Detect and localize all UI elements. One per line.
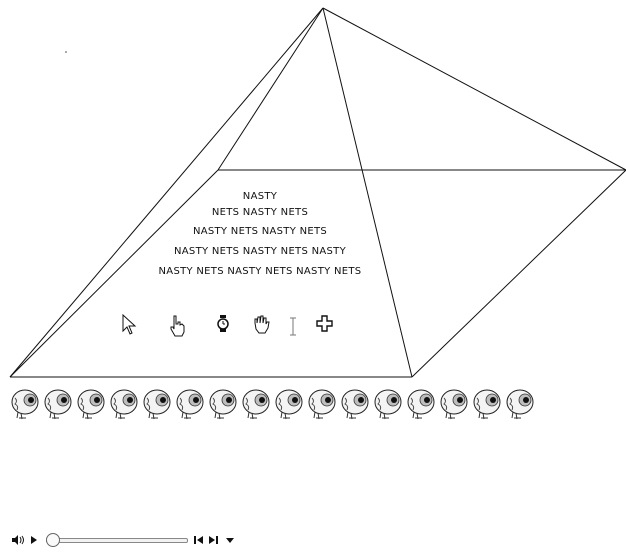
play-button[interactable] xyxy=(26,533,42,547)
eyeball-icon xyxy=(241,388,274,424)
pointer-hand-cursor-icon xyxy=(168,314,188,338)
media-controller xyxy=(10,533,238,547)
eyeball-icon xyxy=(274,388,307,424)
eyeball-icon xyxy=(472,388,505,424)
eyeball-icon xyxy=(340,388,373,424)
pyramid-text-line-4: NASTY NETS NASTY NETS NASTY xyxy=(110,246,410,257)
pyramid-text-line-5: NASTY NETS NASTY NETS NASTY NETS xyxy=(110,266,410,277)
eyeball-icon xyxy=(307,388,340,424)
step-forward-icon xyxy=(208,535,220,545)
step-back-icon xyxy=(192,535,204,545)
grab-hand-cursor-icon xyxy=(251,314,273,336)
arrow-cursor-icon xyxy=(122,314,138,336)
eyeball-icon xyxy=(208,388,241,424)
dropdown-menu-icon xyxy=(225,535,235,545)
step-back-button[interactable] xyxy=(190,533,206,547)
eyeball-icon xyxy=(406,388,439,424)
eyeball-icon xyxy=(373,388,406,424)
eyeball-icon xyxy=(505,388,538,424)
eyeball-icon xyxy=(439,388,472,424)
slider-track xyxy=(46,538,188,543)
pyramid-text-line-1: NASTY xyxy=(110,191,410,202)
step-forward-button[interactable] xyxy=(206,533,222,547)
position-slider[interactable] xyxy=(46,533,186,547)
pyramid-edge-back-left xyxy=(218,8,323,170)
eyeball-row xyxy=(10,388,538,424)
eyeball-icon xyxy=(175,388,208,424)
watch-cursor-icon xyxy=(216,314,230,334)
pyramid-edge-right xyxy=(323,8,626,170)
play-icon xyxy=(30,535,38,545)
eyeball-icon xyxy=(76,388,109,424)
pyramid-base-right xyxy=(412,170,626,377)
cursor-icon-row xyxy=(118,314,348,344)
volume-button[interactable] xyxy=(10,533,26,547)
speaker-volume-icon xyxy=(11,535,25,545)
menu-button[interactable] xyxy=(222,533,238,547)
eyeball-icon xyxy=(43,388,76,424)
slider-thumb[interactable] xyxy=(46,533,60,547)
crosshair-plus-cursor-icon xyxy=(316,314,334,334)
text-beam-cursor-icon xyxy=(288,314,298,338)
stray-dot xyxy=(65,51,67,53)
pyramid-text-line-3: NASTY NETS NASTY NETS xyxy=(110,226,410,237)
eyeball-icon xyxy=(10,388,43,424)
eyeball-icon xyxy=(142,388,175,424)
eyeball-icon xyxy=(109,388,142,424)
pyramid-text-line-2: NETS NASTY NETS xyxy=(110,207,410,218)
